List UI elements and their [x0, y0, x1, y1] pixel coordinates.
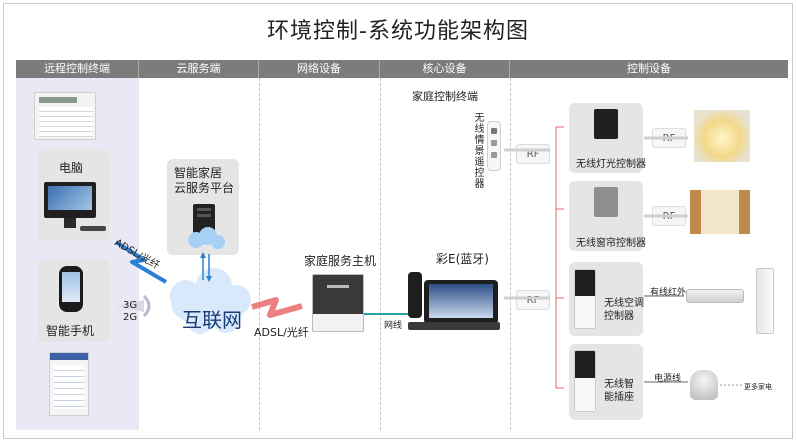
color-phone-terminal: [408, 272, 500, 334]
curtain-controller-label: 无线窗帘控制器: [576, 238, 646, 249]
adsl-right-label: ADSL/光纤: [254, 326, 309, 339]
more-appliances-label: 更多家电: [744, 383, 772, 391]
server-cloud-shape: [188, 227, 225, 249]
ac-controller-panel: [574, 269, 596, 329]
diagram-frame: 环境控制-系统功能架构图 远程控制终端 云服务端 网络设备 核心设备 控制设备 …: [3, 3, 793, 439]
net-3g-label: 3G: [123, 300, 138, 311]
net-2g-label: 2G: [123, 312, 138, 323]
column-header-cloud: 云服务端: [139, 60, 259, 78]
light-controller-label: 无线灯光控制器: [576, 159, 646, 170]
air-conditioner-unit: [686, 289, 744, 303]
pc-monitor: [44, 182, 96, 218]
smartphone-device: [59, 266, 83, 312]
diagram-title: 环境控制-系统功能架构图: [267, 19, 529, 44]
ac-controller-label: 无线空调 控制器: [604, 298, 644, 322]
column-header-remote: 远程控制终端: [16, 60, 139, 78]
software-screenshot: [34, 92, 96, 140]
column-header-bar: 远程控制终端 云服务端 网络设备 核心设备 控制设备: [16, 60, 788, 78]
power-cord-label: 电源线: [654, 374, 682, 384]
cloud-platform-label: 智能家居 云服务平台: [174, 166, 235, 195]
light-controller-panel: [594, 109, 618, 139]
ethernet-label: 网线: [384, 321, 403, 331]
ir-label: 有线红外: [650, 288, 687, 298]
host-label: 家庭服务主机: [304, 254, 377, 268]
terminal-caption: 家庭控制终端: [412, 90, 478, 103]
smart-socket-label: 无线智 能插座: [604, 379, 634, 403]
smart-socket-panel: [574, 350, 596, 412]
rice-cooker-appliance: [690, 370, 718, 400]
home-server-host: [312, 274, 364, 332]
pc-label: 电脑: [59, 161, 84, 175]
column-header-devices: 控制设备: [627, 62, 671, 75]
pc-stand: [64, 218, 76, 228]
column-header-network: 网络设备: [259, 60, 380, 78]
divider-cloud: [259, 78, 260, 430]
rf-badge-devices: RF: [516, 290, 550, 310]
scene-remote-label: 无线情景遥控器: [472, 112, 483, 189]
internet-cloud-shape: [170, 268, 251, 334]
curtain-room-image: [690, 190, 750, 234]
pc-keyboard: [80, 226, 106, 231]
standing-ac-unit: [756, 268, 774, 334]
color-phone-label: 彩E(蓝牙): [436, 252, 489, 266]
divider-core: [510, 78, 511, 430]
phone-label: 智能手机: [46, 324, 95, 338]
ceiling-lamp-image: [694, 110, 750, 162]
internet-label: 互联网: [182, 308, 242, 332]
diagram-connectors: [114, 126, 742, 389]
curtain-controller-panel: [594, 187, 618, 217]
scene-remote-device: [487, 121, 501, 171]
divider-network: [380, 78, 381, 430]
column-header-core: 核心设备: [380, 60, 510, 78]
mobile-app-screenshot: [49, 352, 89, 416]
